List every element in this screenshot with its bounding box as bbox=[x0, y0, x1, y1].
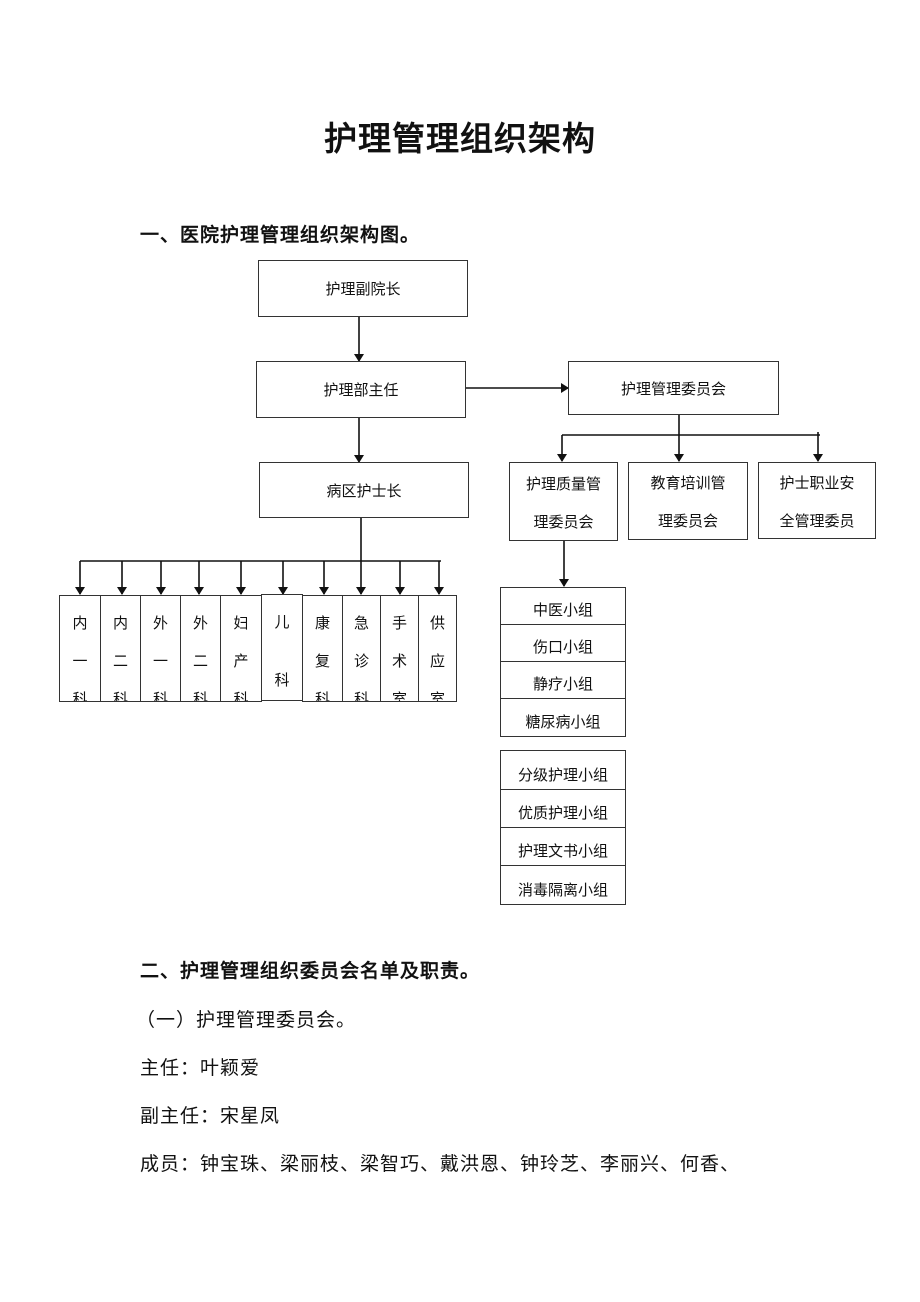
department-char: 科 bbox=[112, 690, 128, 702]
department-box: 供应室 bbox=[418, 595, 457, 702]
department-char: 二 bbox=[192, 652, 208, 670]
department-char: 科 bbox=[233, 690, 249, 702]
department-box: 急诊科 bbox=[342, 595, 381, 702]
department-char: 手 bbox=[391, 614, 407, 632]
quality-committee-box: 护理质量管 理委员会 bbox=[509, 462, 618, 541]
group-item: 消毒隔离小组 bbox=[517, 881, 608, 899]
committee-members: 成员：钟宝珠、梁丽枝、梁智巧、戴洪恩、钟玲芝、李丽兴、何香、 bbox=[140, 1153, 741, 1175]
department-box: 内一科 bbox=[59, 595, 101, 702]
department-char: 急 bbox=[353, 614, 369, 632]
quality-groups-b: 分级护理小组 优质护理小组 护理文书小组 消毒隔离小组 bbox=[500, 750, 626, 905]
department-box: 康复科 bbox=[302, 595, 343, 702]
vice-president-box: 护理副院长 bbox=[258, 260, 468, 317]
group-item: 优质护理小组 bbox=[501, 790, 625, 828]
committee-vice-director: 副主任：宋星凤 bbox=[140, 1105, 281, 1127]
department-char: 科 bbox=[353, 690, 369, 702]
ward-head-nurse-box: 病区护士长 bbox=[259, 462, 469, 518]
department-char: 内 bbox=[72, 614, 88, 632]
group-item: 静疗小组 bbox=[501, 662, 625, 699]
section2-subheading: （一）护理管理委员会。 bbox=[136, 1009, 357, 1031]
nursing-committee-box: 护理管理委员会 bbox=[568, 361, 779, 415]
group-item: 中医小组 bbox=[501, 588, 625, 625]
department-box: 手术室 bbox=[380, 595, 419, 702]
group-item: 护理文书小组 bbox=[501, 828, 625, 866]
section1-heading: 一、医院护理管理组织架构图。 bbox=[140, 224, 421, 246]
department-box: 外一科 bbox=[140, 595, 181, 702]
department-char: 内 bbox=[112, 614, 128, 632]
department-char: 术 bbox=[391, 652, 407, 670]
department-char: 室 bbox=[391, 690, 407, 702]
group-item: 分级护理小组 bbox=[501, 751, 625, 790]
department-char: 室 bbox=[429, 690, 445, 702]
department-char: 诊 bbox=[353, 652, 369, 670]
nursing-director-box: 护理部主任 bbox=[256, 361, 466, 418]
quality-groups-a: 中医小组 伤口小组 静疗小组 糖尿病小组 bbox=[500, 587, 626, 737]
department-char: 康 bbox=[314, 614, 330, 632]
department-char: 外 bbox=[192, 614, 208, 632]
group-item: 糖尿病小组 bbox=[525, 713, 601, 731]
department-char: 妇 bbox=[233, 614, 249, 632]
department-char: 科 bbox=[314, 690, 330, 702]
education-committee-box: 教育培训管 理委员会 bbox=[628, 462, 748, 540]
group-item: 伤口小组 bbox=[501, 625, 625, 662]
department-char: 外 bbox=[152, 614, 168, 632]
department-char: 应 bbox=[429, 652, 445, 670]
department-box: 外二科 bbox=[180, 595, 221, 702]
section2-heading: 二、护理管理组织委员会名单及职责。 bbox=[140, 960, 481, 982]
department-box: 妇产科 bbox=[220, 595, 262, 702]
safety-committee-box: 护士职业安 全管理委员 bbox=[758, 462, 876, 539]
committee-director: 主任：叶颖爱 bbox=[140, 1057, 261, 1079]
page-title: 护理管理组织架构 bbox=[324, 119, 596, 158]
department-char: 科 bbox=[72, 690, 88, 702]
department-char: 科 bbox=[274, 671, 290, 689]
department-char: 一 bbox=[72, 652, 88, 670]
department-char: 供 bbox=[429, 614, 445, 632]
department-char: 产 bbox=[233, 652, 249, 670]
department-char: 一 bbox=[152, 652, 168, 670]
department-char: 科 bbox=[192, 690, 208, 702]
department-char: 复 bbox=[314, 652, 330, 670]
department-box: 内二科 bbox=[100, 595, 141, 702]
department-char: 二 bbox=[112, 652, 128, 670]
department-char: 儿 bbox=[274, 613, 290, 631]
department-char: 科 bbox=[152, 690, 168, 702]
department-box: 儿科 bbox=[261, 594, 303, 701]
